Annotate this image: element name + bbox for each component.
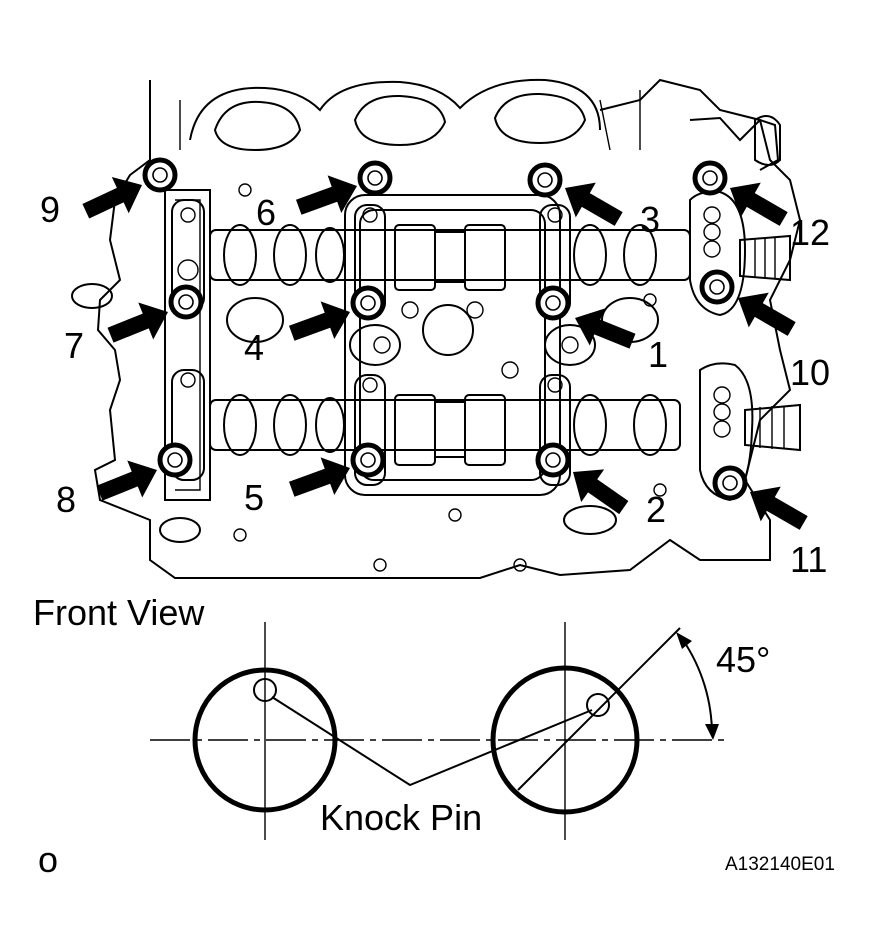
arrow-7 <box>107 302 168 343</box>
arrow-1 <box>575 308 636 349</box>
upper-camshaft <box>209 224 791 291</box>
bolt-10 <box>699 269 735 305</box>
label-bolt-1: 1 <box>648 334 668 375</box>
bolt-5 <box>350 442 386 478</box>
arrow-11 <box>750 486 808 530</box>
label-bolt-10: 10 <box>790 352 830 393</box>
angle-line <box>517 627 681 791</box>
bolt-12 <box>692 160 728 196</box>
label-bolt-6: 6 <box>256 192 276 233</box>
front-view-label: Front View <box>33 592 205 633</box>
arrow-12 <box>730 182 788 226</box>
knock-pin-leader <box>271 696 593 787</box>
label-bolt-11: 11 <box>790 539 827 580</box>
left-camshaft-end <box>192 667 338 813</box>
bolt-7 <box>168 284 204 320</box>
angle-arc <box>682 639 713 736</box>
angle-arrowhead-bottom <box>705 724 719 740</box>
angle-arrowhead-top <box>676 632 692 649</box>
bolts <box>142 157 748 501</box>
bolt-4 <box>350 285 386 321</box>
lower-camshaft <box>209 394 801 466</box>
arrow-10 <box>738 292 796 336</box>
right-knock-pin <box>586 693 610 717</box>
label-bolt-9: 9 <box>40 189 60 230</box>
bolt-11 <box>712 465 748 501</box>
front-view-diagram: Front View 45° Knock Pin <box>33 592 770 840</box>
cylinder-head-illustration <box>71 78 802 579</box>
arrow-9 <box>82 177 142 219</box>
arrow-2 <box>573 469 629 515</box>
knock-pin-label: Knock Pin <box>320 797 482 838</box>
label-bolt-12: 12 <box>790 212 830 253</box>
right-camshaft-end <box>490 665 640 815</box>
arrow-4 <box>289 301 350 341</box>
arrow-8 <box>96 460 157 501</box>
corner-mark: o <box>38 839 58 880</box>
bolt-9 <box>142 157 178 193</box>
arrow-6 <box>296 175 357 215</box>
bolt-2 <box>535 442 571 478</box>
left-knock-pin <box>253 678 277 702</box>
label-bolt-4: 4 <box>244 327 264 368</box>
bearing-caps <box>171 199 571 486</box>
right-housings <box>689 190 754 502</box>
bolt-number-labels: 1 2 3 4 5 6 7 8 9 10 11 12 <box>40 189 830 580</box>
label-bolt-8: 8 <box>56 479 76 520</box>
label-bolt-2: 2 <box>646 489 666 530</box>
label-bolt-5: 5 <box>244 477 264 518</box>
angle-label: 45° <box>716 639 770 680</box>
bolt-3 <box>527 162 563 198</box>
figure-id: A132140E01 <box>725 854 835 875</box>
bolt-arrows <box>82 175 808 530</box>
arrow-5 <box>289 457 350 497</box>
arrow-3 <box>565 182 623 226</box>
bolt-1 <box>535 285 571 321</box>
bolt-6 <box>357 160 393 196</box>
center-details <box>71 183 667 572</box>
label-bolt-7: 7 <box>64 325 84 366</box>
label-bolt-3: 3 <box>640 199 660 240</box>
bolt-8 <box>157 442 193 478</box>
